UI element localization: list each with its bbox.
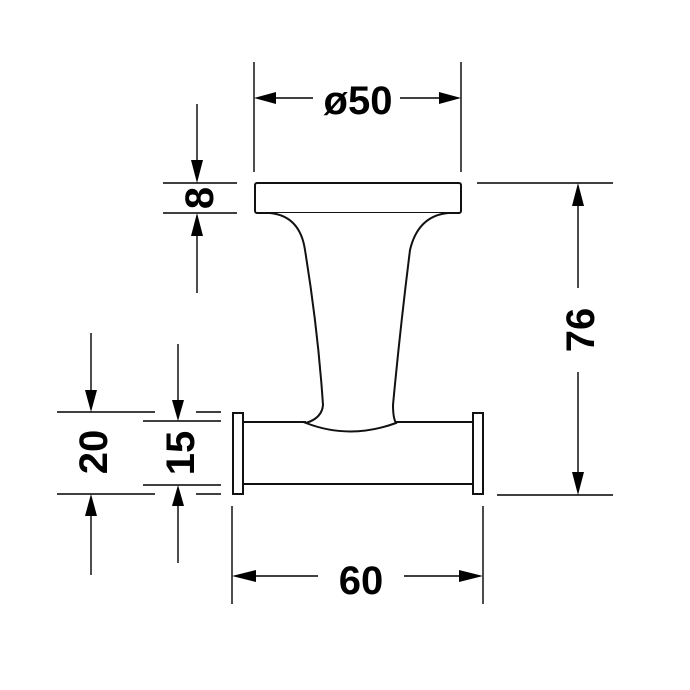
bar-end-cap-right [472, 412, 484, 495]
dim-label-bar-height: 15 [159, 431, 203, 476]
dim-base-diameter: ø50 [253, 62, 462, 172]
bar-end-cap-left [232, 412, 244, 495]
dim-bar-height: 15 [143, 344, 221, 563]
dim-bar-width: 60 [231, 506, 484, 604]
dim-label-diameter: ø50 [324, 79, 393, 123]
base-plate [254, 182, 462, 214]
stem [269, 212, 449, 433]
dim-label-height: 76 [559, 308, 603, 353]
dim-outer-bar-height: 20 [57, 333, 155, 575]
dim-label-thickness: 8 [178, 187, 222, 209]
dim-label-outer-height: 20 [72, 430, 116, 475]
hook-outline [232, 182, 484, 495]
dim-base-thickness: 8 [163, 104, 237, 293]
dim-total-height: 76 [477, 182, 613, 496]
dim-label-width: 60 [339, 559, 384, 603]
